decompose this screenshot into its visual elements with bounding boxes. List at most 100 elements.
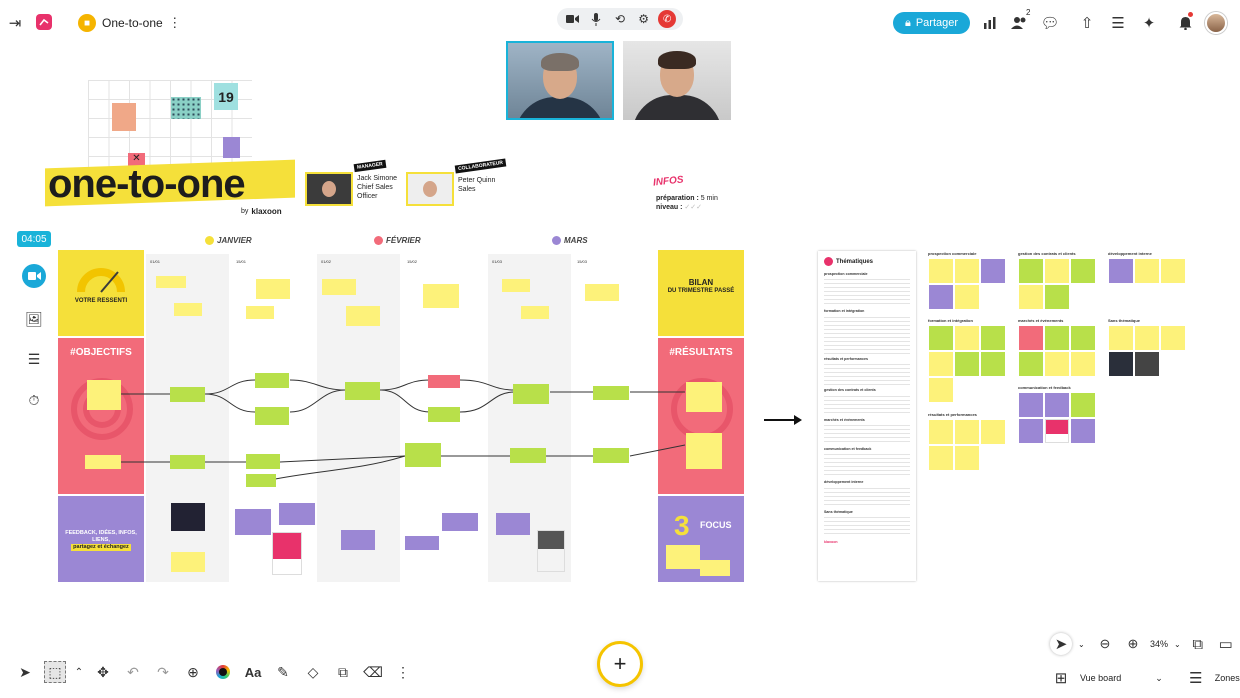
- user-avatar[interactable]: [1205, 12, 1227, 34]
- chevron-down-icon[interactable]: ⌄: [1078, 639, 1085, 649]
- screen-share-icon[interactable]: ⟲: [614, 12, 626, 26]
- sticky-note[interactable]: [1019, 352, 1043, 376]
- export-icon[interactable]: ⇧: [1080, 15, 1094, 32]
- image-card[interactable]: [1135, 352, 1159, 376]
- chevron-down-icon[interactable]: ⌄: [1155, 672, 1163, 683]
- select-pointer-icon[interactable]: ➤: [19, 663, 31, 680]
- sticky-note[interactable]: [1071, 259, 1095, 283]
- sticky-note[interactable]: [1045, 285, 1069, 309]
- sticky-note[interactable]: [170, 455, 205, 469]
- lasso-select-icon[interactable]: ⬚: [44, 661, 66, 683]
- sticky-note[interactable]: [593, 448, 629, 463]
- connector-icon[interactable]: ⧉: [338, 663, 348, 680]
- color-picker-icon[interactable]: [212, 661, 234, 683]
- sticky-note[interactable]: [1109, 259, 1133, 283]
- sticky-note[interactable]: [1161, 326, 1185, 350]
- sticky-note[interactable]: [585, 284, 619, 301]
- sticky-note[interactable]: [929, 352, 953, 376]
- more-tools-icon[interactable]: ⋮: [396, 663, 410, 680]
- sticky-note[interactable]: [929, 326, 953, 350]
- sticky-note[interactable]: [1071, 419, 1095, 443]
- sticky-note[interactable]: [955, 446, 979, 470]
- sticky-note[interactable]: [1135, 326, 1159, 350]
- ai-sparkle-icon[interactable]: ✦: [1142, 15, 1156, 32]
- settings-sliders-icon[interactable]: ☰: [1111, 15, 1125, 32]
- session-timer[interactable]: 04:05: [17, 231, 51, 247]
- sticky-note[interactable]: [496, 513, 530, 535]
- undo-icon[interactable]: ↶: [127, 663, 139, 680]
- sticky-note[interactable]: [955, 326, 979, 350]
- sticky-note[interactable]: [255, 407, 289, 425]
- sticky-note[interactable]: [955, 420, 979, 444]
- sticky-note[interactable]: [235, 509, 271, 535]
- sticky-note[interactable]: [510, 448, 546, 463]
- sticky-note[interactable]: [929, 285, 953, 309]
- list-icon[interactable]: ☰: [27, 350, 41, 367]
- sticky-note[interactable]: [405, 443, 441, 467]
- text-tool-icon[interactable]: Aa: [244, 664, 262, 680]
- present-screen-icon[interactable]: ▭: [1218, 636, 1233, 653]
- sticky-note[interactable]: [279, 503, 315, 525]
- sticky-note[interactable]: [521, 306, 549, 319]
- image-icon[interactable]: 🖼︎: [25, 310, 43, 327]
- zones-button[interactable]: Zones: [1214, 673, 1240, 683]
- sticky-note[interactable]: [513, 384, 549, 404]
- sticky-note[interactable]: [1019, 285, 1043, 309]
- notifications-bell-icon[interactable]: [1174, 12, 1196, 34]
- sticky-note[interactable]: [1071, 393, 1095, 417]
- chat-icon[interactable]: 💬︎: [1040, 15, 1060, 32]
- sticky-note[interactable]: [405, 536, 439, 550]
- video-call-icon[interactable]: [22, 264, 46, 288]
- sticky-note[interactable]: [929, 378, 953, 402]
- sticky-note[interactable]: [256, 279, 290, 299]
- sticky-note[interactable]: [428, 375, 460, 388]
- sticky-note[interactable]: [929, 259, 953, 283]
- sticky-note[interactable]: [174, 303, 202, 316]
- zoom-level[interactable]: 34%: [1150, 639, 1169, 649]
- klaxoon-card[interactable]: [1045, 419, 1069, 443]
- collapse-menu-icon[interactable]: ⇥: [8, 15, 22, 32]
- sticky-note[interactable]: [1161, 259, 1185, 283]
- sticky-note[interactable]: [1019, 326, 1043, 350]
- sticky-note[interactable]: [322, 279, 356, 295]
- sticky-note[interactable]: [1045, 352, 1069, 376]
- app-logo[interactable]: [36, 14, 52, 30]
- sticky-note[interactable]: [1045, 393, 1069, 417]
- sticky-note[interactable]: [1019, 419, 1043, 443]
- sticky-note[interactable]: [666, 545, 700, 569]
- chevron-down-icon[interactable]: ⌄: [1174, 639, 1181, 649]
- eraser-icon[interactable]: ⌫: [363, 663, 383, 680]
- gear-icon[interactable]: ⚙: [638, 12, 649, 26]
- sticky-note[interactable]: [341, 530, 375, 550]
- share-button[interactable]: 🔒︎ Partager: [893, 12, 970, 34]
- board-name[interactable]: One-to-one: [102, 16, 163, 30]
- microphone-icon[interactable]: [587, 10, 605, 28]
- navigate-pointer-icon[interactable]: ➤: [1050, 633, 1072, 655]
- image-card[interactable]: [171, 503, 205, 531]
- sticky-note[interactable]: [955, 259, 979, 283]
- board-title-pill[interactable]: ■ One-to-one ⋮: [74, 10, 187, 36]
- video-tile-collaborator[interactable]: [623, 41, 731, 120]
- sticky-note[interactable]: [1019, 259, 1043, 283]
- more-options-icon[interactable]: ⋮: [168, 15, 182, 30]
- sticky-note[interactable]: [156, 276, 186, 288]
- sticky-note[interactable]: [502, 279, 530, 292]
- sticky-note[interactable]: [1071, 352, 1095, 376]
- image-card[interactable]: [1109, 352, 1133, 376]
- zones-icon[interactable]: ☰: [1189, 670, 1203, 687]
- sticky-note[interactable]: [686, 382, 722, 412]
- shapes-icon[interactable]: ◇: [307, 663, 319, 680]
- add-content-button[interactable]: +: [597, 641, 643, 687]
- sticky-note[interactable]: [955, 285, 979, 309]
- statistics-icon[interactable]: [979, 12, 1001, 34]
- sticky-note[interactable]: [246, 474, 276, 487]
- sticky-note[interactable]: [686, 433, 722, 469]
- sticky-note[interactable]: [85, 455, 121, 469]
- phone-hangup-icon[interactable]: ✆: [658, 10, 677, 28]
- zoom-in-icon[interactable]: ⊕: [1127, 636, 1139, 651]
- sticky-note[interactable]: [955, 352, 979, 376]
- camera-icon[interactable]: [564, 10, 582, 28]
- view-mode-select[interactable]: Vue board: [1080, 673, 1122, 683]
- sticky-note[interactable]: [255, 373, 289, 388]
- board-map-icon[interactable]: ⧉: [1192, 635, 1204, 653]
